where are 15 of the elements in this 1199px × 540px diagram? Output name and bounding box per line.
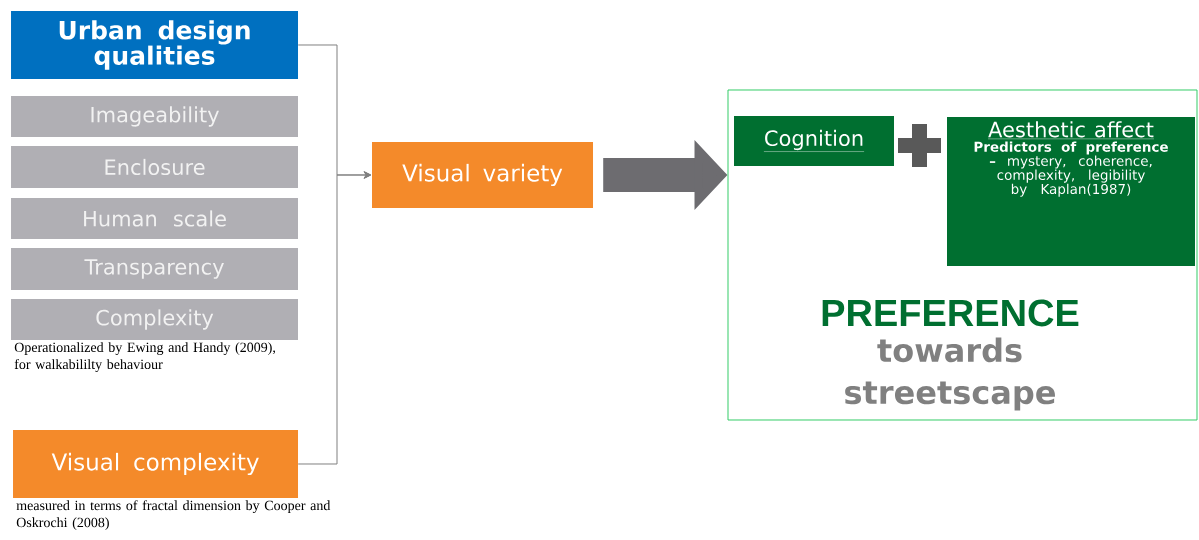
heading-box: Urban design qualities [11,11,298,79]
quality-box: Human scale [11,198,298,239]
subheading-text: towards streetscape [845,337,1055,411]
arrow [297,171,372,465]
process-box: Visual variety [372,142,593,208]
quality-box: Transparency [11,248,298,290]
quality-box: Complexity [11,299,298,340]
quality-box: Enclosure [11,146,298,188]
quality-box: Imageability [11,96,298,137]
concept-box: Aesthetic affect Predictors of preference – mystery, coherence, complexity, legibility by Kaplan(1987) [947,117,1195,266]
caption-text: Operationalized by Ewing and Handy (2009), for walkabililty behaviour [14,342,275,372]
caption-text: measured in terms of fractal dimension by Cooper and Oskrochi (2008) [16,500,331,531]
concept-box: Cognition [734,116,894,166]
heading-text: PREFERENCE [822,299,1079,327]
process-box: Visual complexity [13,430,298,498]
